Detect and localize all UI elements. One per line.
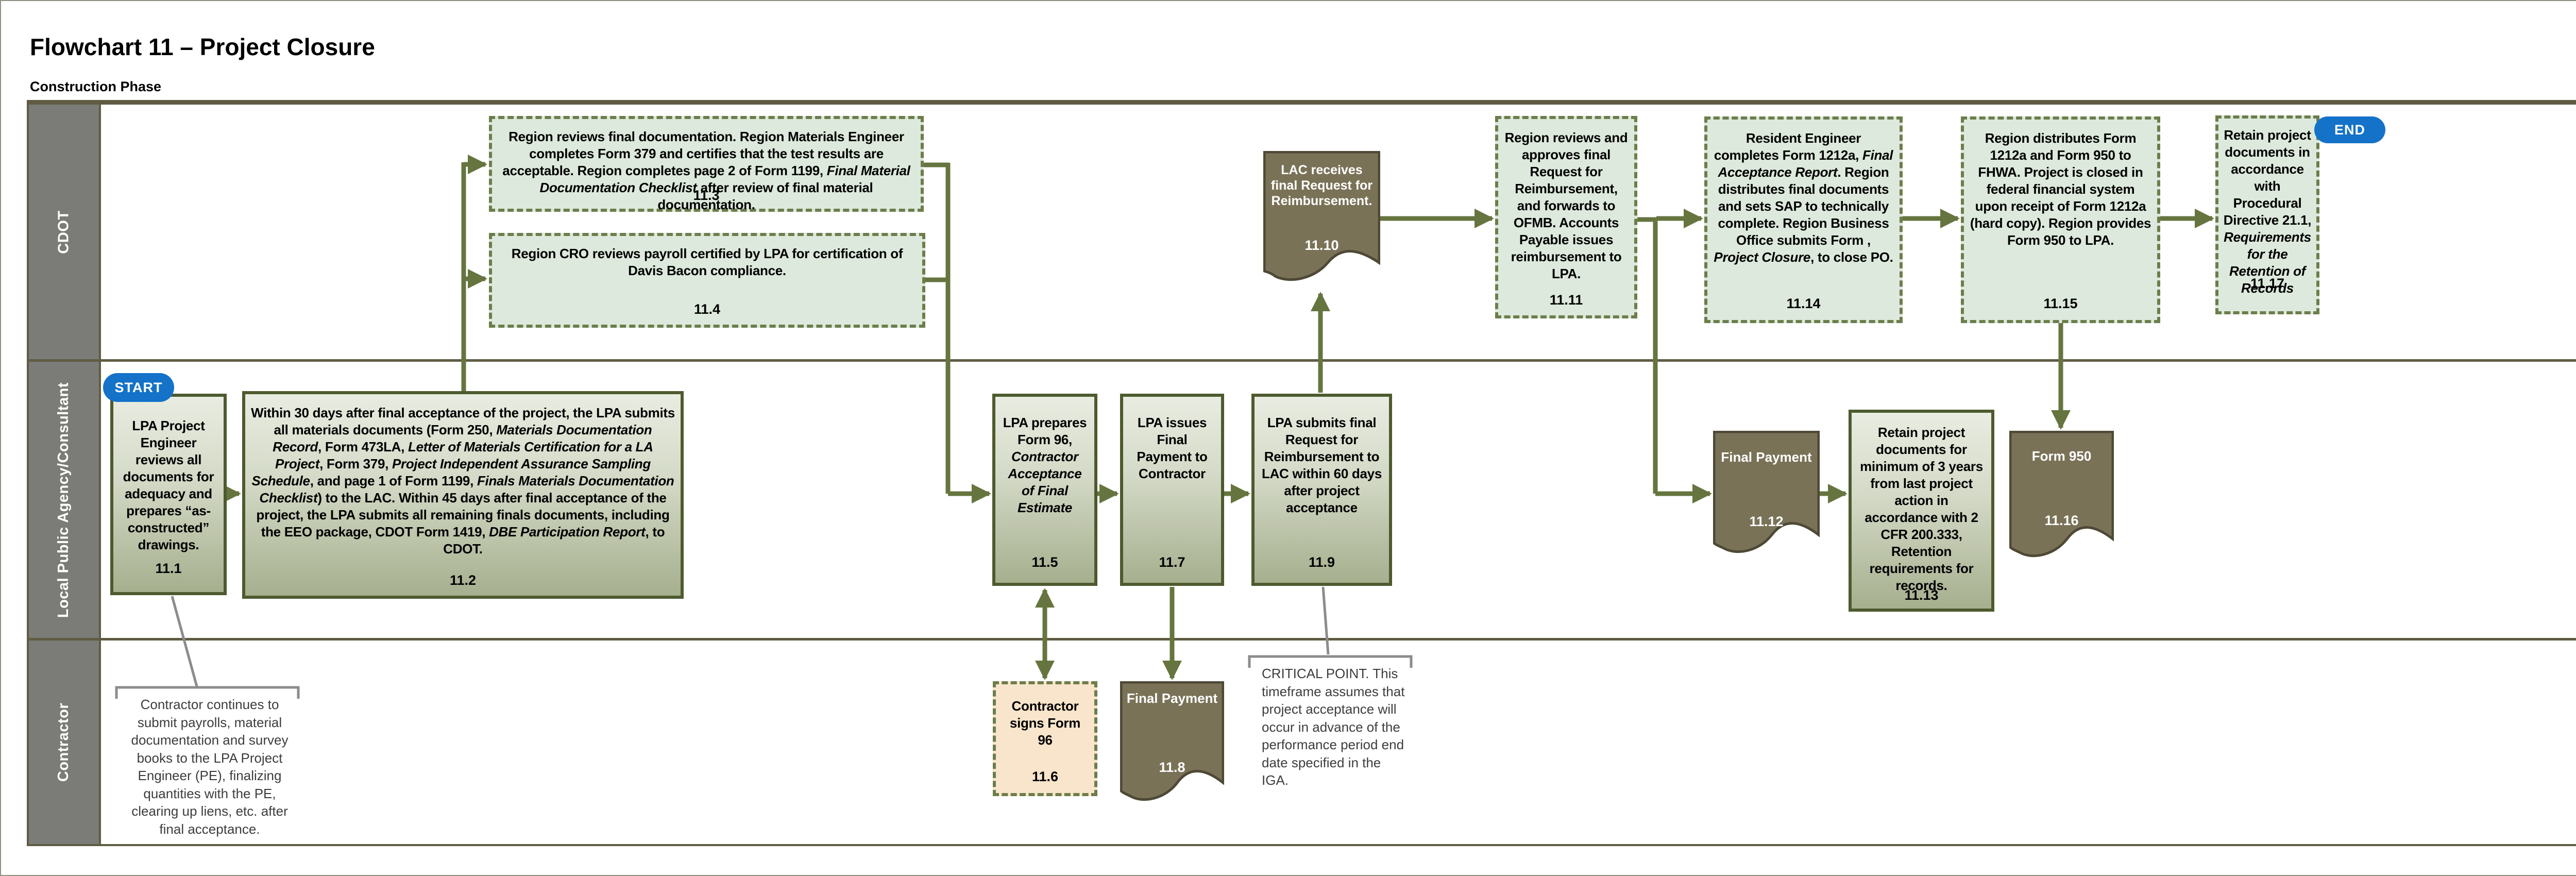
process-text: Resident Engineer completes Form 1212a, … <box>1714 130 1893 265</box>
process-text: Region reviews final documentation. Regi… <box>502 129 910 213</box>
lane-label-text: Local Public Agency/Consultant <box>55 382 72 618</box>
contractor-note: Contractor continues to submit payrolls,… <box>121 696 299 838</box>
critical-point-note: CRITICAL POINT. This timeframe assumes t… <box>1262 665 1407 789</box>
process-11-1: LPA Project Engineer reviews all documen… <box>110 394 227 595</box>
document-label: Final Payment <box>1126 690 1218 706</box>
swimlane-frame: CDOT Local Public Agency/Consultant Cont… <box>27 100 2576 846</box>
page-subtitle: Construction Phase <box>30 79 162 94</box>
lane-label-lpa: Local Public Agency/Consultant <box>29 362 101 638</box>
process-11-3: Region reviews final documentation. Regi… <box>489 116 924 212</box>
process-11-17: Retain project documents in accordance w… <box>2215 115 2319 314</box>
lane-label-cdot: CDOT <box>29 105 101 359</box>
process-text: LPA Project Engineer reviews all documen… <box>123 418 214 553</box>
document-number: 11.16 <box>2044 513 2079 528</box>
document-11-10: LAC receives final Request for Reimburse… <box>1263 151 1380 288</box>
process-text: LPA submits final Request for Reimbursem… <box>1262 415 1382 516</box>
process-number: 11.9 <box>1308 554 1335 570</box>
lane-label-contractor: Contractor <box>29 641 101 844</box>
lane-contractor: Contractor <box>29 641 2576 844</box>
process-number: 11.14 <box>1786 296 1821 311</box>
document-shape-icon <box>2009 431 2114 558</box>
process-text: Region reviews and approves final Reques… <box>1504 130 1628 282</box>
process-number: 11.13 <box>1904 587 1939 603</box>
document-shape-icon <box>1120 681 1224 801</box>
document-11-8: Final Payment 11.8 <box>1120 681 1224 807</box>
document-number: 11.8 <box>1159 760 1185 775</box>
process-11-13: Retain project documents for minimum of … <box>1849 410 1994 612</box>
process-number: 11.15 <box>2043 296 2078 311</box>
end-terminal-label: END <box>2334 122 2365 138</box>
process-text: Region distributes Form 1212a and Form 9… <box>1970 130 2151 248</box>
process-number: 11.17 <box>2250 276 2285 291</box>
contractor-note-text: Contractor continues to submit payrolls,… <box>131 697 289 837</box>
process-text: Retain project documents in accordance w… <box>2223 127 2312 296</box>
document-label: LAC receives final Request for Reimburse… <box>1270 163 1373 208</box>
lane-label-text: CDOT <box>55 210 72 254</box>
process-number: 11.11 <box>1549 292 1583 308</box>
process-text: Contractor signs Form 96 <box>1009 698 1081 748</box>
start-terminal: START <box>103 373 174 402</box>
process-text: Region CRO reviews payroll certified by … <box>511 246 903 279</box>
process-number: 11.3 <box>693 188 720 203</box>
process-11-7: LPA issues Final Payment to Contractor 1… <box>1120 394 1224 586</box>
start-terminal-label: START <box>114 379 163 395</box>
end-terminal: END <box>2314 116 2385 143</box>
process-11-4: Region CRO reviews payroll certified by … <box>489 233 925 328</box>
process-text: LPA prepares Form 96, Contractor Accepta… <box>1003 415 1087 516</box>
process-number: 11.5 <box>1031 554 1058 570</box>
process-number: 11.2 <box>449 572 477 588</box>
document-shape-icon <box>1263 151 1380 281</box>
process-11-5: LPA prepares Form 96, Contractor Accepta… <box>992 394 1097 586</box>
process-number: 11.1 <box>155 561 182 576</box>
lane-cdot: CDOT <box>29 105 2576 362</box>
document-number: 11.10 <box>1304 238 1339 253</box>
document-11-12: Final Payment 11.12 <box>1713 431 1820 560</box>
document-label: Final Payment <box>1721 449 1812 465</box>
process-11-9: LPA submits final Request for Reimbursem… <box>1251 394 1392 586</box>
process-11-11: Region reviews and approves final Reques… <box>1495 116 1637 318</box>
document-shape-icon <box>1713 431 1820 553</box>
document-label: Form 950 <box>2031 448 2092 464</box>
process-text: Retain project documents for minimum of … <box>1860 425 1983 594</box>
process-number: 11.6 <box>1031 769 1059 784</box>
process-11-15: Region distributes Form 1212a and Form 9… <box>1961 116 2160 323</box>
process-11-2: Within 30 days after final acceptance of… <box>242 391 684 599</box>
lane-label-text: Contractor <box>55 702 72 782</box>
document-number: 11.12 <box>1749 514 1784 529</box>
process-number: 11.7 <box>1159 554 1185 570</box>
page-title: Flowchart 11 – Project Closure <box>30 33 375 60</box>
process-text: LPA issues Final Payment to Contractor <box>1137 415 1208 482</box>
process-text: Within 30 days after final acceptance of… <box>251 405 675 557</box>
lane-lpa: Local Public Agency/Consultant <box>29 362 2576 641</box>
process-11-14: Resident Engineer completes Form 1212a, … <box>1704 116 1903 323</box>
critical-point-note-text: CRITICAL POINT. This timeframe assumes t… <box>1262 666 1405 788</box>
process-number: 11.4 <box>693 301 721 317</box>
document-11-16: Form 950 11.16 <box>2009 431 2114 564</box>
process-11-6: Contractor signs Form 96 11.6 <box>993 681 1097 796</box>
